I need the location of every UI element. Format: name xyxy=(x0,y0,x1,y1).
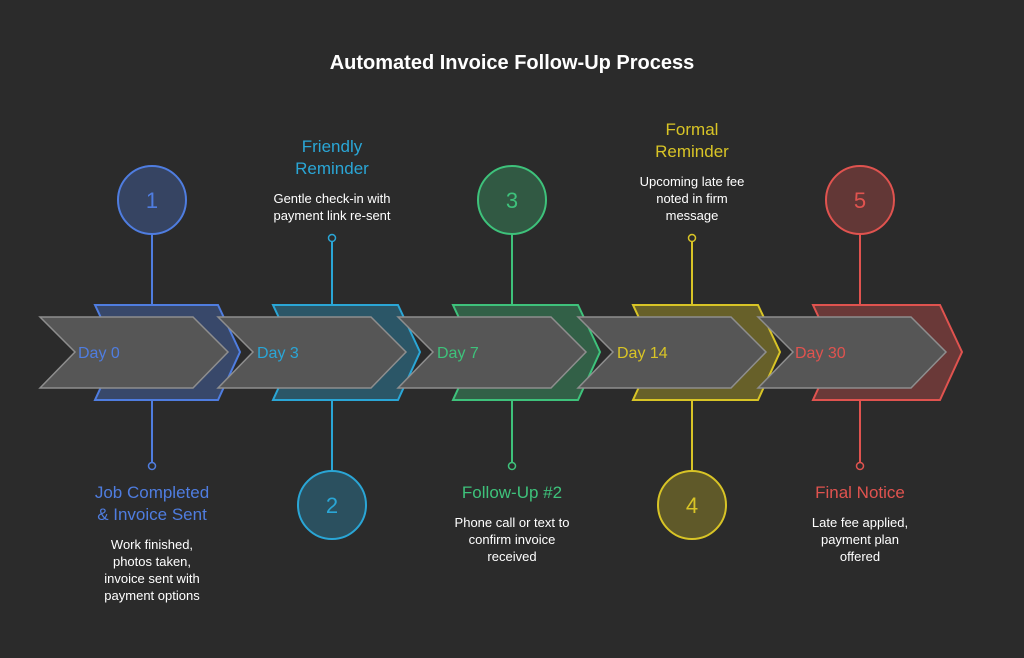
stage-description-4: Upcoming late fee noted in firm message xyxy=(639,174,745,223)
stage-circle-3 xyxy=(477,165,547,235)
stage-chevron-5 xyxy=(756,316,948,389)
day-label-3: Day 7 xyxy=(437,345,479,362)
day-label-4: Day 14 xyxy=(617,345,668,362)
page-title: Automated Invoice Follow-Up Process xyxy=(329,52,695,74)
stage-title-5: Final Notice xyxy=(815,483,905,502)
day-label-1: Day 0 xyxy=(78,345,120,362)
stage-number-1: 1 xyxy=(146,188,158,213)
stage-chevron-4 xyxy=(576,316,768,389)
stage-title-4: Formal Reminder xyxy=(655,120,729,161)
connector-dot-2 xyxy=(327,233,337,243)
stage-number-4: 4 xyxy=(686,493,698,518)
stage-number-5: 5 xyxy=(854,188,866,213)
stage-chevron-3 xyxy=(396,316,588,389)
day-label-2: Day 3 xyxy=(257,345,299,362)
stage-circle-2 xyxy=(297,470,367,540)
stage-title-2: Friendly Reminder xyxy=(295,137,369,178)
stage-number-2: 2 xyxy=(326,493,338,518)
stage-description-1: Work finished, photos taken, invoice sen… xyxy=(104,537,200,603)
stage-circle-5 xyxy=(825,165,895,235)
stage-circle-4 xyxy=(657,470,727,540)
stage-description-5: Late fee applied, payment plan offered xyxy=(811,515,909,564)
connector-dot-4 xyxy=(687,233,697,243)
stage-number-3: 3 xyxy=(506,188,518,213)
stage-chevron-1 xyxy=(38,316,230,389)
stage-description-2: Gentle check-in with payment link re-sen… xyxy=(273,191,391,223)
day-label-5: Day 30 xyxy=(795,345,846,362)
stage-description-3: Phone call or text to confirm invoice re… xyxy=(454,515,570,564)
connector-dot-5 xyxy=(855,461,865,471)
stage-circle-1 xyxy=(117,165,187,235)
connector-dot-3 xyxy=(507,461,517,471)
stage-title-3: Follow-Up #2 xyxy=(461,483,563,502)
connector-dot-1 xyxy=(147,461,157,471)
stage-title-1: Job Completed & Invoice Sent xyxy=(94,483,210,524)
stage-chevron-2 xyxy=(216,316,408,389)
